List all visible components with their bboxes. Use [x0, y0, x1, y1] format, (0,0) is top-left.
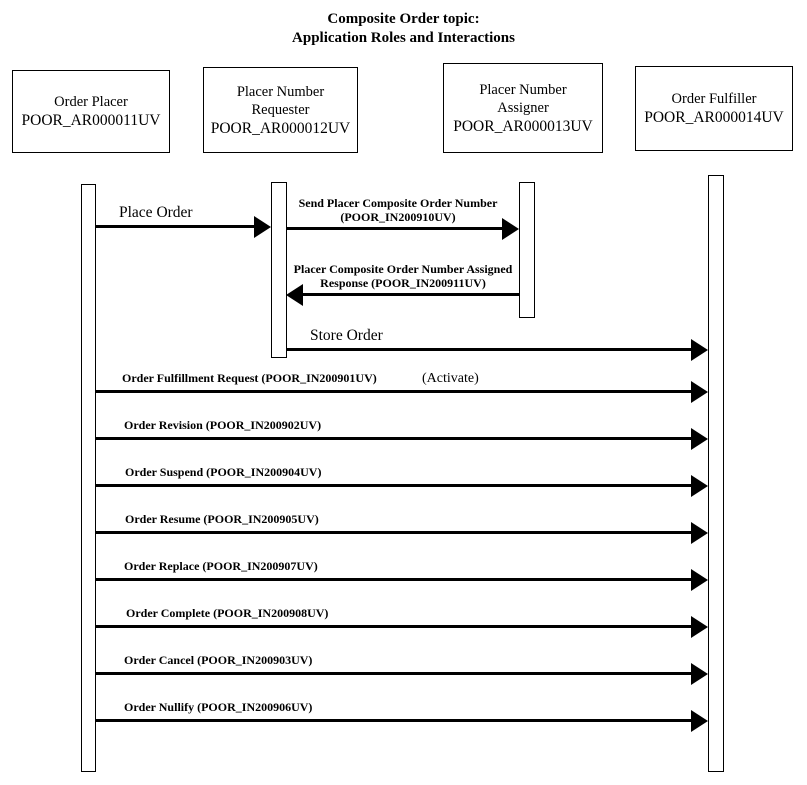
message-label: Order Cancel (POOR_IN200903UV): [124, 653, 313, 667]
message-line: [96, 437, 693, 440]
actor-role-label: Order Fulfiller: [671, 91, 757, 107]
message-line: [96, 225, 256, 228]
arrowhead-right-icon: [502, 218, 519, 240]
arrowhead-right-icon: [691, 522, 708, 544]
diagram-title: Composite Order topic: Application Roles…: [292, 11, 515, 46]
actor-box-order-placer[interactable]: Order Placer POOR_AR000011UV: [12, 70, 170, 153]
message-line: [96, 672, 693, 675]
message-label: Place Order: [119, 204, 193, 221]
arrowhead-right-icon: [254, 216, 271, 238]
message-line: [287, 348, 693, 351]
lifeline-bar-order-fulfiller: [708, 175, 724, 772]
activate-annotation: (Activate): [422, 371, 479, 386]
message-line: [96, 390, 693, 393]
message-label: Order Complete (POOR_IN200908UV): [126, 606, 329, 620]
actor-role-label: Order Placer: [54, 94, 128, 110]
message-line: [96, 719, 693, 722]
message-line: [96, 531, 693, 534]
arrowhead-right-icon: [691, 663, 708, 685]
message-label-suffix: (Activate): [422, 372, 479, 386]
actor-id-label: POOR_AR000013UV: [453, 117, 593, 135]
message-label: Order Fulfillment Request (POOR_IN200901…: [122, 371, 377, 385]
actor-id-label: POOR_AR000011UV: [21, 112, 161, 129]
message-label: Order Replace (POOR_IN200907UV): [124, 559, 318, 573]
message-line: [96, 625, 693, 628]
arrowhead-right-icon: [691, 428, 708, 450]
message-label: Order Resume (POOR_IN200905UV): [125, 512, 319, 526]
actor-box-placer-number-assigner[interactable]: Placer Number Assigner POOR_AR000013UV: [443, 63, 603, 153]
message-line: [96, 578, 693, 581]
arrowhead-right-icon: [691, 475, 708, 497]
arrowhead-right-icon: [691, 381, 708, 403]
actor-id-label: POOR_AR000012UV: [210, 119, 351, 137]
message-label: Store Order: [310, 327, 383, 344]
message-label: Send Placer Composite Order Number (POOR…: [298, 196, 498, 224]
message-label: Order Nullify (POOR_IN200906UV): [124, 700, 313, 714]
arrowhead-right-icon: [691, 569, 708, 591]
arrowhead-right-icon: [691, 339, 708, 361]
lifeline-bar-placer-number-assigner: [519, 182, 535, 318]
actor-box-placer-number-requester[interactable]: Placer Number Requester POOR_AR000012UV: [203, 67, 358, 153]
message-label: Order Suspend (POOR_IN200904UV): [125, 465, 322, 479]
actor-role-label: Placer Number Requester: [236, 83, 325, 118]
lifeline-bar-order-placer: [81, 184, 96, 772]
arrowhead-left-icon: [286, 284, 303, 306]
message-line: [302, 293, 519, 296]
message-line: [96, 484, 693, 487]
actor-role-label: Placer Number Assigner: [479, 81, 567, 116]
message-label: Placer Composite Order Number Assigned R…: [293, 262, 513, 290]
arrowhead-right-icon: [691, 616, 708, 638]
lifeline-bar-placer-number-requester: [271, 182, 287, 358]
actor-box-order-fulfiller[interactable]: Order Fulfiller POOR_AR000014UV: [635, 66, 793, 151]
message-label: Order Revision (POOR_IN200902UV): [124, 418, 322, 432]
message-line: [287, 227, 504, 230]
arrowhead-right-icon: [691, 710, 708, 732]
actor-id-label: POOR_AR000014UV: [644, 109, 784, 126]
